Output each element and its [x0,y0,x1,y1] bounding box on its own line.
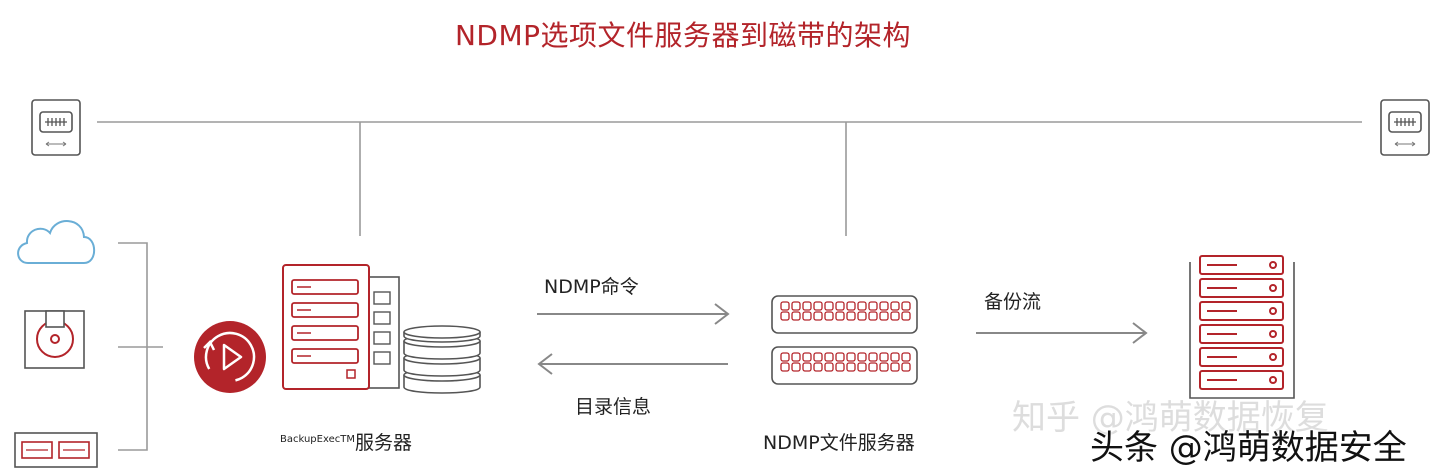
switch-port [890,311,900,321]
switch-port [791,301,801,311]
rack-unit [1199,301,1284,321]
switch-port [846,311,856,321]
ndmp-file-server-icon [771,295,918,385]
switch-port [791,311,801,321]
switch-port [824,352,834,362]
switch-port [835,311,845,321]
switch-port [868,301,878,311]
rack-unit [1199,347,1284,367]
switch-port [813,362,823,372]
ndmp-command-arrow [537,303,730,325]
switch-port [802,362,812,372]
switch-port [846,362,856,372]
backup-stream-arrow [976,322,1148,344]
zhihu-watermark: 知乎 @鸿萌数据恢复 [1012,398,1329,438]
switch-port [890,362,900,372]
rack-unit [1199,278,1284,298]
switch-port [780,362,790,372]
switch-port [846,352,856,362]
rack-unit-light [1269,284,1277,292]
rack-unit [1199,324,1284,344]
toutiao-watermark: 头条 @鸿萌数据安全 [1090,428,1407,468]
switch-port [835,301,845,311]
switch-port [791,352,801,362]
switch-port [868,362,878,372]
switch-port [824,301,834,311]
network-port-icon-right [1380,99,1430,156]
cloud-icon [17,220,96,264]
switch-port [901,362,911,372]
switch-port [879,301,889,311]
ndmp-command-label: NDMP命令 [544,276,639,298]
rack-unit [1199,255,1284,275]
switch-port [901,301,911,311]
storage-array-icon [14,432,98,468]
backup-server-product-name: BackupExecTM [280,434,355,445]
catalog-info-arrow [537,353,728,375]
switch-port [813,352,823,362]
switch-port [879,352,889,362]
switch-port [780,311,790,321]
switch-port [857,301,867,311]
switch-port [901,311,911,321]
backup-stream-label: 备份流 [984,291,1042,313]
switch-port [813,311,823,321]
switch-port [890,352,900,362]
network-port-icon-left [31,99,81,156]
ndmp-file-server-label: NDMP文件服务器 [763,432,915,454]
switch-port [791,362,801,372]
backup-exec-logo-icon [194,321,266,393]
switch-port [890,301,900,311]
switch-port [802,352,812,362]
switch-port [802,301,812,311]
switch-port [846,301,856,311]
rack-unit [1199,370,1284,390]
switch-port [901,352,911,362]
switch-port [835,362,845,372]
rack-unit-light [1269,307,1277,315]
switch-port [780,352,790,362]
switch-port [868,311,878,321]
disk-storage-icon [24,310,85,369]
switch-port [813,301,823,311]
tape-library-icon [1189,255,1295,399]
switch-port [879,311,889,321]
rack-unit-light [1269,353,1277,361]
diagram-title: NDMP选项文件服务器到磁带的架构 [454,19,912,52]
rack-unit-light [1269,330,1277,338]
switch-port [802,311,812,321]
switch-port [780,301,790,311]
switch-port [857,311,867,321]
switch-port [835,352,845,362]
switch-port [857,362,867,372]
rack-unit-light [1269,261,1277,269]
switch-port [857,352,867,362]
switch-port [824,362,834,372]
network-bus [97,121,1362,236]
backup-server-label: BackupExecTM服务器 [280,428,412,455]
switch-port [868,352,878,362]
switch-port [824,311,834,321]
catalog-info-label: 目录信息 [575,396,652,418]
rack-unit-light [1269,376,1277,384]
backup-server-icon [282,264,400,390]
switch-port [879,362,889,372]
database-icon [403,325,481,394]
source-connector-bracket [118,242,163,451]
backup-server-name: 服务器 [354,432,412,454]
